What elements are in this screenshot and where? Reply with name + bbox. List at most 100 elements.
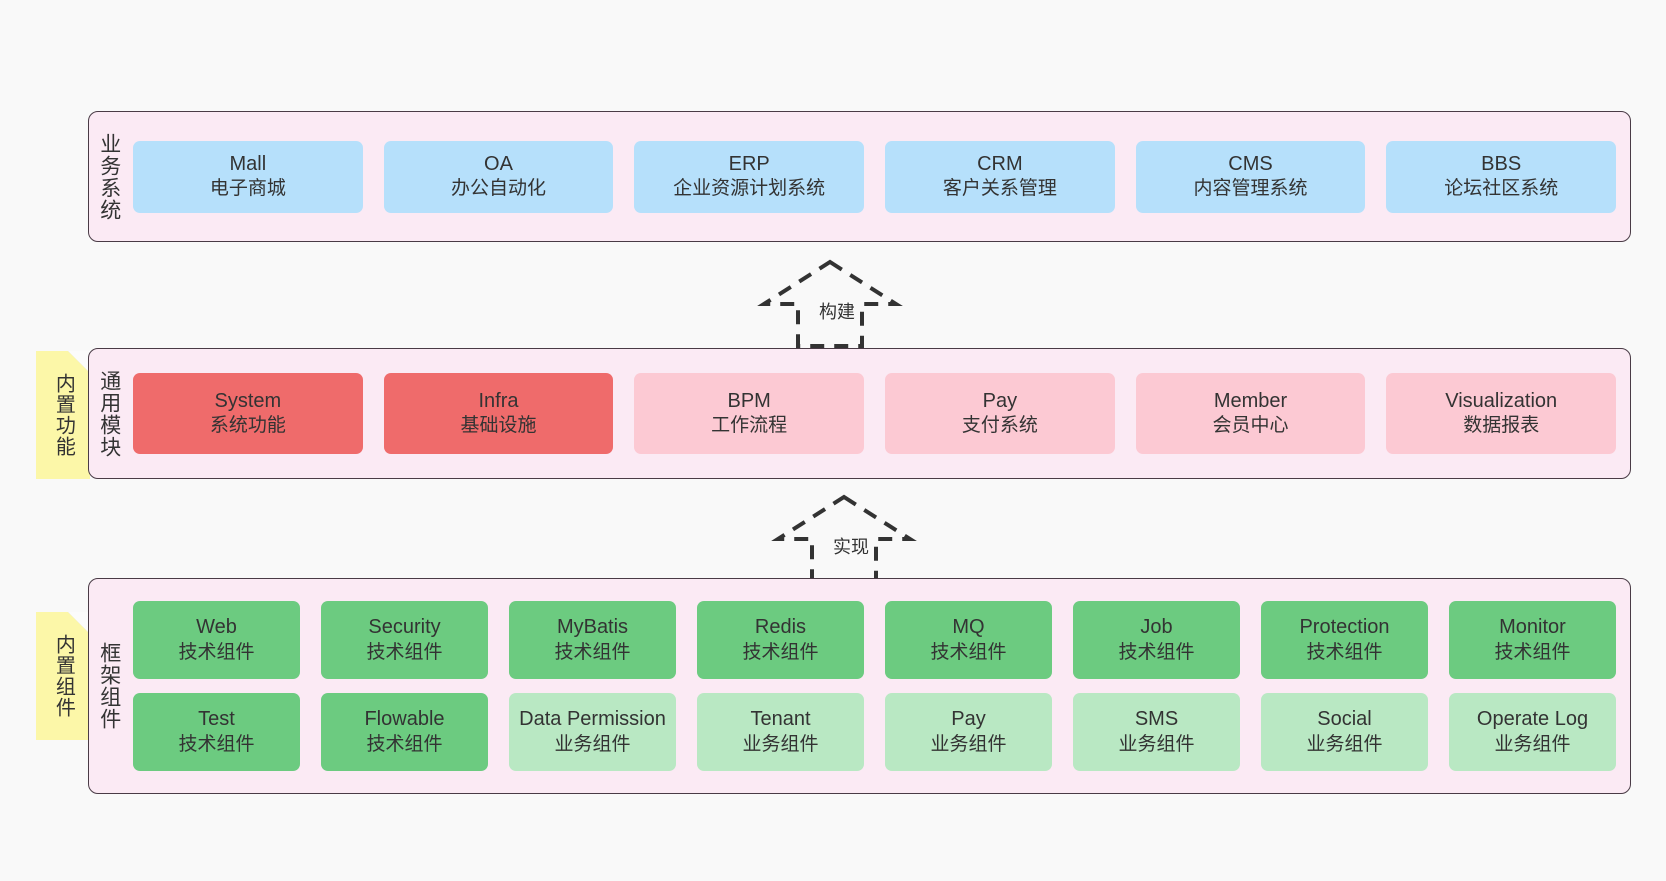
node-subtitle: 技术组件 [1118, 641, 1195, 663]
node-title: OA [484, 152, 513, 175]
node-title: Data Permission [519, 708, 666, 731]
node-subtitle: 技术组件 [366, 733, 443, 755]
node-pay[interactable]: Pay 支付系统 [885, 373, 1115, 454]
node-flowable[interactable]: Flowable 技术组件 [321, 693, 488, 771]
node-title: MQ [952, 616, 985, 639]
arrow-label-implement: 实现 [830, 533, 872, 559]
node-subtitle: 论坛社区系统 [1444, 178, 1559, 200]
layer-common-modules: 通用模块 System 系统功能 Infra 基础设施 BPM 工作流程 Pay… [88, 348, 1631, 479]
node-bbs[interactable]: BBS 论坛社区系统 [1386, 140, 1617, 213]
node-mybatis[interactable]: MyBatis 技术组件 [509, 601, 676, 679]
node-title: Protection [1299, 616, 1390, 639]
node-title: Mall [229, 152, 267, 175]
node-title: CRM [977, 152, 1023, 175]
node-title: Tenant [750, 708, 811, 731]
layer-framework-components: 框架组件 Web 技术组件 Security 技术组件 MyBatis 技术组件… [88, 578, 1631, 794]
node-title: Flowable [364, 708, 445, 731]
row: Web 技术组件 Security 技术组件 MyBatis 技术组件 Redi… [133, 601, 1616, 679]
node-title: Web [196, 616, 237, 639]
node-subtitle: 业务组件 [554, 733, 631, 755]
node-subtitle: 技术组件 [1306, 641, 1383, 663]
node-system[interactable]: System 系统功能 [133, 373, 363, 454]
note-label: 内置组件 [52, 634, 75, 718]
note-builtin-features: 内置功能 [36, 351, 90, 479]
node-bpm[interactable]: BPM 工作流程 [634, 373, 865, 454]
node-subtitle: 业务组件 [930, 733, 1007, 755]
layer-business-systems: 业务系统 Mall 电子商城 OA 办公自动化 ERP 企业资源计划系统 CRM… [88, 111, 1631, 242]
arrow-implement: 实现 [770, 493, 918, 583]
node-crm[interactable]: CRM 客户关系管理 [885, 140, 1115, 213]
node-subtitle: 业务组件 [742, 733, 819, 755]
node-subtitle: 支付系统 [961, 415, 1038, 437]
layer-title-framework: 框架组件 [97, 642, 121, 730]
node-redis[interactable]: Redis 技术组件 [697, 601, 864, 679]
node-visualization[interactable]: Visualization 数据报表 [1386, 373, 1617, 454]
node-title: Visualization [1445, 389, 1558, 412]
node-subtitle: 技术组件 [178, 641, 255, 663]
node-member[interactable]: Member 会员中心 [1135, 373, 1366, 454]
node-test[interactable]: Test 技术组件 [133, 693, 300, 771]
node-title: Member [1213, 389, 1288, 412]
node-subtitle: 数据报表 [1463, 415, 1540, 437]
node-data-permission[interactable]: Data Permission 业务组件 [509, 693, 676, 771]
node-social[interactable]: Social 业务组件 [1261, 693, 1428, 771]
generalization-arrow-icon [771, 494, 917, 583]
node-cms[interactable]: CMS 内容管理系统 [1135, 140, 1366, 213]
node-subtitle: 技术组件 [178, 733, 255, 755]
node-sms[interactable]: SMS 业务组件 [1073, 693, 1240, 771]
node-subtitle: 技术组件 [742, 641, 819, 663]
node-protection[interactable]: Protection 技术组件 [1261, 601, 1428, 679]
row: System 系统功能 Infra 基础设施 BPM 工作流程 Pay 支付系统… [133, 373, 1617, 454]
node-subtitle: 业务组件 [1306, 733, 1383, 755]
node-security[interactable]: Security 技术组件 [321, 601, 488, 679]
node-pay-component[interactable]: Pay 业务组件 [885, 693, 1052, 771]
node-mall[interactable]: Mall 电子商城 [133, 140, 363, 213]
node-mq[interactable]: MQ 技术组件 [885, 601, 1052, 679]
arrow-build: 构建 [756, 258, 904, 348]
node-subtitle: 基础设施 [460, 415, 537, 437]
node-monitor[interactable]: Monitor 技术组件 [1449, 601, 1616, 679]
node-oa[interactable]: OA 办公自动化 [383, 140, 614, 213]
layer-body-common: System 系统功能 Infra 基础设施 BPM 工作流程 Pay 支付系统… [129, 349, 1630, 478]
node-subtitle: 技术组件 [366, 641, 443, 663]
layer-body-business: Mall 电子商城 OA 办公自动化 ERP 企业资源计划系统 CRM 客户关系… [129, 112, 1630, 241]
node-title: System [214, 389, 282, 412]
node-subtitle: 技术组件 [930, 641, 1007, 663]
node-title: Monitor [1499, 616, 1566, 639]
node-subtitle: 技术组件 [554, 641, 631, 663]
node-subtitle: 电子商城 [209, 178, 286, 200]
node-job[interactable]: Job 技术组件 [1073, 601, 1240, 679]
node-title: Social [1317, 708, 1372, 731]
note-builtin-components: 内置组件 [36, 612, 90, 740]
node-web[interactable]: Web 技术组件 [133, 601, 300, 679]
node-title: Security [368, 616, 441, 639]
row: Test 技术组件 Flowable 技术组件 Data Permission … [133, 693, 1616, 771]
node-operate-log[interactable]: Operate Log 业务组件 [1449, 693, 1616, 771]
node-title: SMS [1134, 708, 1179, 731]
generalization-arrow-icon [757, 259, 903, 348]
node-erp[interactable]: ERP 企业资源计划系统 [634, 140, 865, 213]
node-title: Infra [478, 389, 519, 412]
node-subtitle: 客户关系管理 [942, 178, 1057, 200]
node-title: Operate Log [1476, 708, 1589, 731]
node-infra[interactable]: Infra 基础设施 [383, 373, 614, 454]
node-subtitle: 系统功能 [209, 415, 286, 437]
node-title: Redis [754, 616, 807, 639]
node-title: Job [1140, 616, 1173, 639]
arrow-label-build: 构建 [816, 298, 858, 324]
node-title: Pay [982, 389, 1018, 412]
node-subtitle: 工作流程 [711, 415, 788, 437]
layer-title-business: 业务系统 [97, 132, 121, 221]
node-subtitle: 企业资源计划系统 [673, 178, 826, 200]
node-subtitle: 业务组件 [1118, 733, 1195, 755]
row: Mall 电子商城 OA 办公自动化 ERP 企业资源计划系统 CRM 客户关系… [133, 140, 1617, 213]
node-title: BPM [727, 389, 771, 412]
layer-title-common: 通用模块 [97, 369, 121, 458]
node-tenant[interactable]: Tenant 业务组件 [697, 693, 864, 771]
node-title: Pay [951, 708, 986, 731]
node-title: ERP [728, 152, 770, 175]
node-subtitle: 办公自动化 [451, 178, 547, 200]
node-title: Test [198, 708, 235, 731]
layer-body-framework: Web 技术组件 Security 技术组件 MyBatis 技术组件 Redi… [129, 579, 1630, 793]
